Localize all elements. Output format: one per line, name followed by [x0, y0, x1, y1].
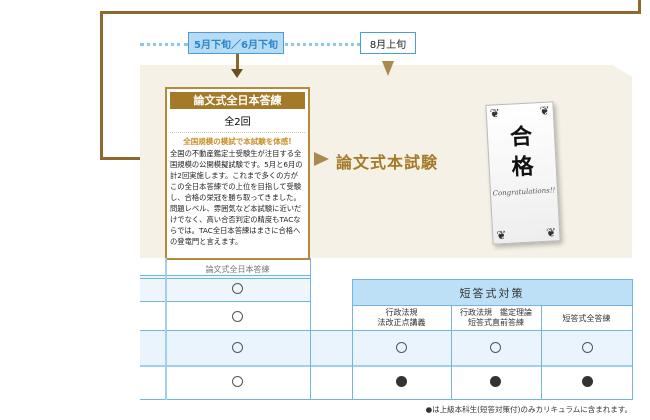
card-subtitle: 全国規模の模試で本試験を体感! — [183, 137, 292, 146]
footnote: ●は上級本科生(短答対策付)のみカリキュラムに含まれます。 — [425, 405, 632, 414]
certificate-caption: Congratulations!! — [492, 186, 556, 198]
circle-mark-icon — [582, 342, 593, 353]
sub-header-line: 短答式直前答練 — [468, 318, 524, 327]
sub-header-line: 法改正点講義 — [377, 318, 426, 327]
group-header-short-answer: 短答式対策 — [459, 287, 525, 300]
filled-dot-icon — [582, 376, 593, 387]
sub-header-3: 短答式全答練 — [541, 313, 632, 324]
circle-mark-icon — [232, 342, 243, 353]
certificate-char-1: 合 — [509, 123, 533, 151]
circle-mark-icon — [490, 342, 501, 353]
row-bg — [140, 330, 632, 366]
flow-line-left — [100, 11, 103, 160]
circle-mark-icon — [396, 342, 407, 353]
circle-mark-icon — [232, 311, 243, 322]
flow-line-bottom — [100, 157, 155, 160]
card-count: 全2回 — [170, 113, 305, 133]
flow-line-top — [100, 11, 641, 14]
filled-dot-icon — [490, 376, 501, 387]
timeline-dots — [140, 43, 188, 46]
mock-exam-card: 論文式全日本答練 全2回 全国規模の模試で本試験を体感! 全国の不動産鑑定士受験… — [165, 87, 310, 260]
ornament-icon: ❦ — [545, 225, 557, 240]
date-badge-may-june: 5月下旬／6月下旬 — [188, 32, 284, 54]
group-header-bg — [352, 279, 632, 305]
timeline-dots — [285, 43, 360, 46]
arrow-down-icon — [231, 69, 243, 78]
sub-header-line: 行政法規 鑑定理論 — [460, 308, 532, 317]
flow-line-right — [638, 0, 641, 14]
card-title: 論文式全日本答練 — [170, 92, 305, 109]
row-bg — [140, 276, 310, 301]
circle-mark-icon — [232, 283, 243, 294]
ornament-icon: ❦ — [495, 227, 507, 243]
date-badge-august: 8月上旬 — [360, 32, 416, 54]
sub-header-line: 短答式全答練 — [562, 314, 611, 323]
filled-dot-icon — [396, 376, 407, 387]
ornament-icon: ❦ — [489, 106, 501, 121]
circle-mark-icon — [232, 376, 243, 387]
sub-header-line: 行政法規 — [385, 308, 418, 317]
arrow-down-shaft — [236, 54, 239, 70]
certificate: ❦ ❦ 合 格 Congratulations!! ❦ ❦ — [485, 101, 561, 245]
triangle-right-icon — [314, 152, 329, 166]
certificate-char-2: 格 — [511, 153, 535, 181]
sub-header-1: 行政法規法改正点講義 — [352, 308, 451, 328]
card-body: 全国の不動産鑑定士受験生が注目する全国規模の公開模擬試験です。5月と6月の計2回… — [170, 149, 303, 246]
ornament-icon: ❦ — [539, 103, 551, 119]
sub-header-2: 行政法規 鑑定理論短答式直前答練 — [451, 308, 541, 328]
column-header-mock-exam: 論文式全日本答練 — [205, 265, 270, 274]
exam-label: 論文式本試験 — [336, 153, 439, 172]
triangle-down-icon — [382, 61, 394, 76]
